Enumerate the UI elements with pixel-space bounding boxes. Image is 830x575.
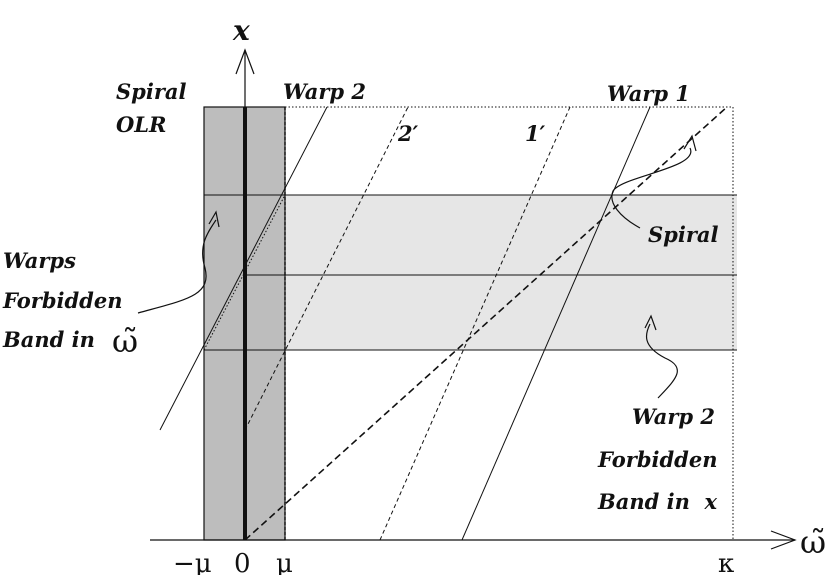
warp1-top-label: Warp 1 — [607, 81, 690, 106]
warp1-prime-curve — [379, 106, 571, 540]
two-prime-label: 2′ — [397, 121, 419, 146]
warps-forbidden-arrow — [137, 219, 217, 314]
spiral-label: Spiral — [648, 222, 718, 247]
warp2-forbidden-label-line3: Band in x — [597, 489, 717, 514]
warp2-dotted-segment — [203, 194, 286, 351]
tick-mu: μ — [276, 549, 293, 575]
warps-forbidden-label-line2: Forbidden — [2, 288, 123, 313]
spiral-olr-label-line2: OLR — [116, 112, 167, 137]
warp2-prime-curve — [244, 106, 409, 431]
warp2-top-label: Warp 2 — [283, 79, 366, 104]
spiral-arrowhead — [683, 134, 697, 152]
omega-axis-arrowhead — [770, 530, 797, 550]
warps-forbidden-arrowhead — [208, 210, 220, 228]
spiral-arrow — [611, 147, 692, 229]
tick-kappa: κ — [718, 549, 734, 575]
one-prime-label: 1′ — [525, 121, 546, 146]
omega-axis-label: ω̃ — [800, 523, 826, 561]
warp2-forbidden-arrowhead — [644, 314, 657, 331]
warps-forbidden-label-line1: Warps — [3, 248, 76, 273]
spiral-olr-label-line1: Spiral — [116, 79, 186, 104]
warp2-forbidden-band — [245, 195, 737, 350]
warp2-forbidden-arrow — [645, 323, 678, 399]
warp2-forbidden-label-line2: Forbidden — [597, 447, 718, 472]
x-axis-label: x — [232, 14, 250, 47]
tick-minus-mu: −μ — [173, 549, 212, 575]
warps-forbidden-label-line3: Band in — [2, 327, 95, 352]
warps-forbidden-symbol: ω̃ — [112, 322, 138, 360]
spiral-curve — [244, 106, 728, 540]
tick-zero: 0 — [234, 549, 251, 575]
x-axis-arrowhead — [235, 48, 255, 75]
warp2-forbidden-label-line1: Warp 2 — [632, 404, 715, 429]
warp1-curve — [461, 106, 651, 540]
